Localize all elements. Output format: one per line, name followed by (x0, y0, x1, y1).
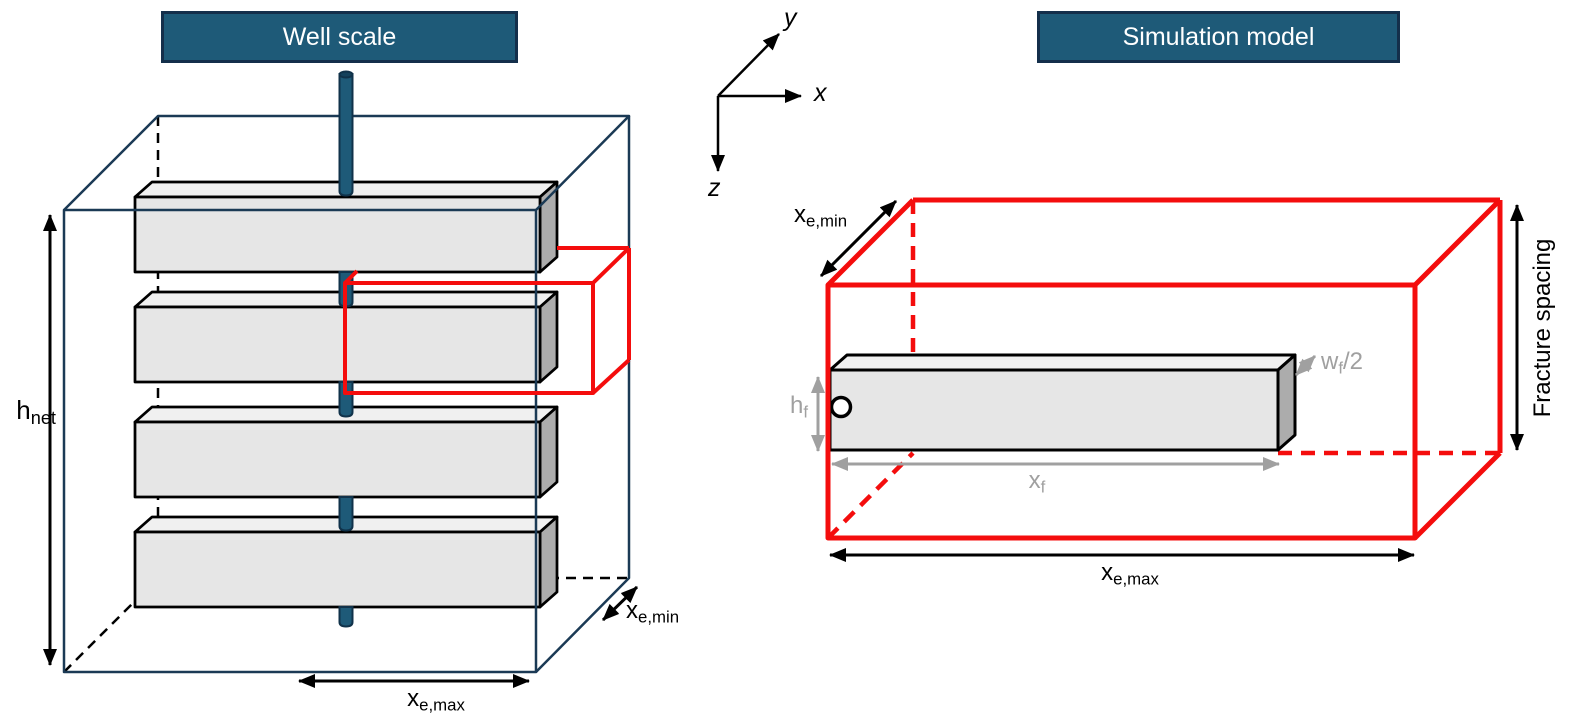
h-f-sub: f (803, 402, 808, 422)
highlight-box-left (343, 246, 631, 395)
x-f-sub: f (1040, 477, 1046, 497)
w-f-half-base: w (1321, 348, 1339, 375)
fracture-slab (133, 290, 559, 384)
w-f-half-suffix: /2 (1343, 348, 1364, 375)
x-e-max-base: x (407, 685, 420, 712)
z-axis-label: z (708, 176, 721, 201)
coordinate-axes (711, 33, 802, 172)
x-axis-text: x (814, 79, 827, 107)
simulation-model-title-text: Simulation model (1122, 22, 1315, 51)
x-e-max-right-sub: e,max (1113, 569, 1159, 589)
well-scale-title: Well scale (161, 11, 518, 63)
w-f-half-sub: f (1338, 358, 1344, 378)
h-net-sub: net (30, 408, 56, 429)
perforation-circle (829, 395, 853, 419)
x-e-max-label-right: xe,max (1101, 559, 1159, 588)
fracture-slab (133, 405, 559, 499)
fracture-slab-right (828, 353, 1297, 452)
x-e-min-base: x (626, 597, 638, 624)
x-e-max-right-base: x (1101, 559, 1114, 586)
x-f-label: xf (1028, 467, 1046, 496)
w-f-half-arrow (1294, 354, 1317, 377)
y-axis-label: y (784, 6, 797, 31)
h-net-base: h (16, 395, 31, 425)
x-e-min-label-left: xe,min (626, 597, 679, 626)
fracture-slabs-left (133, 180, 559, 609)
y-axis-arrow (717, 33, 780, 97)
x-e-min-sub: e,min (638, 607, 680, 627)
fracture-spacing-label: Fracture spacing (1529, 238, 1556, 418)
h-net-label: hnet (0, 395, 56, 427)
x-e-max-label-left: xe,max (407, 685, 465, 714)
h-f-base: h (789, 392, 804, 419)
simulation-model-title: Simulation model (1037, 11, 1400, 63)
h-f-label: hf (766, 392, 808, 421)
x-e-min-right-sub: e,min (806, 211, 848, 231)
x-e-min-label-right: xe,min (794, 201, 847, 230)
x-e-max-sub: e,max (419, 695, 465, 715)
fracture-slab (133, 515, 559, 609)
well-scale-title-text: Well scale (282, 22, 397, 51)
x-e-min-arrow-right (819, 199, 898, 278)
x-axis-label: x (814, 81, 827, 106)
w-f-half-label: wf/2 (1321, 348, 1364, 377)
y-axis-text: y (784, 4, 797, 32)
x-f-base: x (1028, 467, 1041, 494)
x-e-min-arrow-left (601, 585, 639, 622)
x-e-min-right-base: x (794, 201, 806, 228)
z-axis-text: z (708, 174, 721, 202)
fracture-spacing-text: Fracture spacing (1529, 238, 1556, 418)
